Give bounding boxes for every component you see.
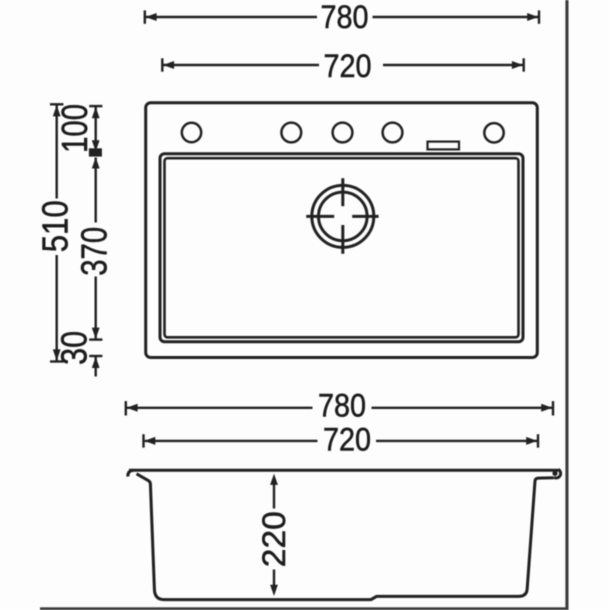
svg-text:720: 720 (323, 422, 371, 458)
svg-text:720: 720 (324, 48, 372, 84)
svg-text:220: 220 (256, 511, 292, 567)
svg-text:370: 370 (74, 227, 115, 276)
svg-text:30: 30 (54, 331, 95, 365)
svg-text:780: 780 (321, 0, 369, 35)
svg-text:510: 510 (34, 200, 75, 252)
svg-text:780: 780 (318, 388, 366, 424)
svg-text:100: 100 (54, 104, 95, 153)
